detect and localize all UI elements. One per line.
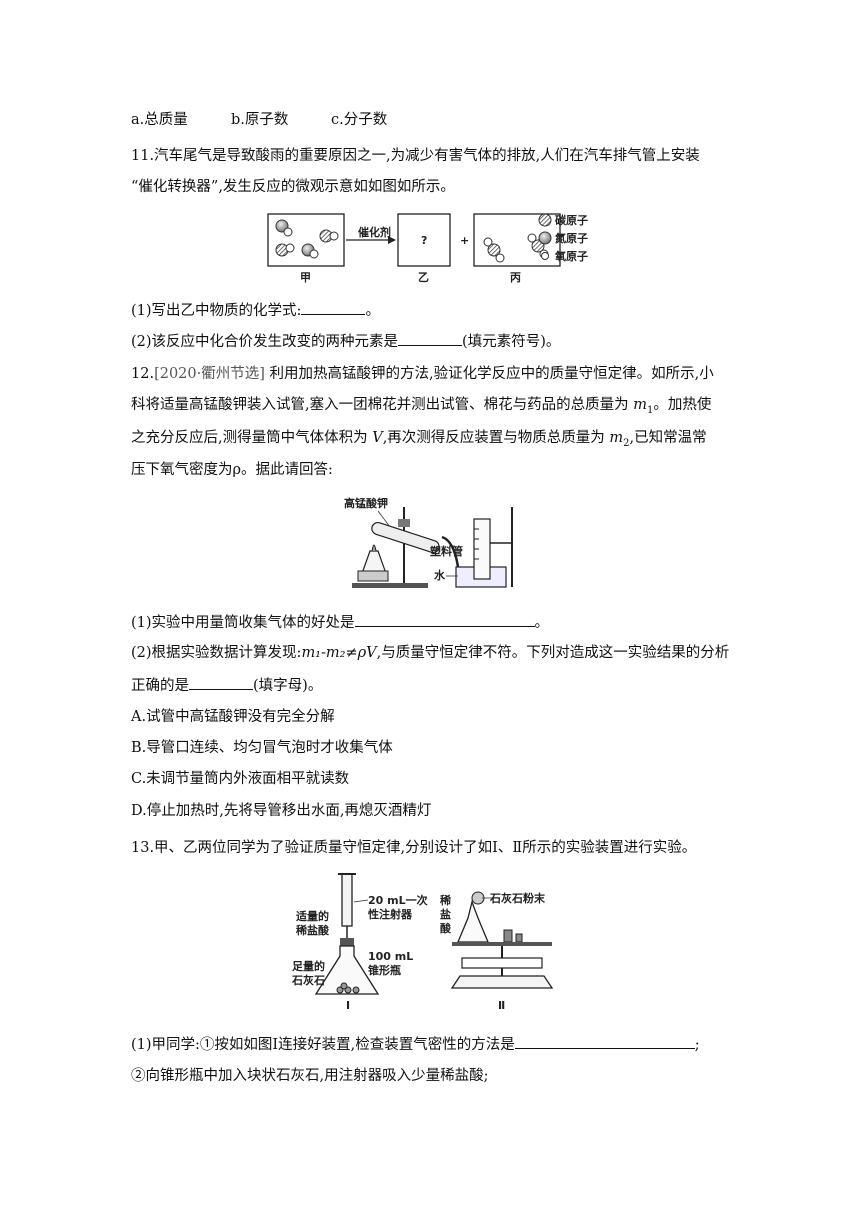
q10-option-a: a.总质量 xyxy=(131,112,188,128)
q12-stem-line4: 压下氧气密度为ρ。据此请回答: xyxy=(131,462,333,478)
label-acid2-c: 酸 xyxy=(440,921,452,935)
label-acid2-a: 稀 xyxy=(440,893,451,907)
legend-carbon-marker xyxy=(538,213,552,227)
label-acid2-b: 盐 xyxy=(440,907,451,921)
q10-option-b: b.原子数 xyxy=(231,112,289,128)
legend-nitrogen-marker xyxy=(538,231,552,245)
question-mark: ? xyxy=(421,234,427,247)
q12-option-d: D.停止加热时,先将导管移出水面,再熄灭酒精灯 xyxy=(131,803,432,819)
q12-sub1-blank[interactable] xyxy=(354,612,535,627)
catalyst-label: 催化剂 xyxy=(358,225,391,239)
caption-bing: 丙 xyxy=(510,271,521,284)
q13-apparatus-diagram: 适量的 稀盐酸 20 mL一次 性注射器 100 mL 锥形瓶 足量的 石灰石 … xyxy=(291,873,554,1012)
legend-carbon: 碳原子 xyxy=(555,213,588,227)
label-stone-1: 足量的 xyxy=(292,959,325,973)
legend-nitrogen: 氮原子 xyxy=(555,231,588,245)
label-flask-2: 锥形瓶 xyxy=(368,963,401,977)
q12-option-c: C.未调节量筒内外液面相平就读数 xyxy=(131,771,350,787)
q12-option-b: B.导管口连续、均匀冒气泡时才收集气体 xyxy=(131,740,393,756)
q12-stem-line3: 之充分反应后,测得量筒中气体体积为 V,再次测得反应装置与物质总质量为 m2,已… xyxy=(131,430,707,449)
caption-yi: 乙 xyxy=(418,271,429,284)
q12-stem-line2: 科将适量高锰酸钾装入试管,塞入一团棉花并测出试管、棉花与药品的总质量为 m1。加… xyxy=(131,397,712,416)
label-acid-1: 适量的 xyxy=(296,909,329,923)
label-figure-I: Ⅰ xyxy=(346,999,350,1012)
label-syringe-1: 20 mL一次 xyxy=(368,893,428,907)
label-powder: 石灰石粉末 xyxy=(489,891,546,905)
label-kmno4: 高锰酸钾 xyxy=(344,496,388,510)
box-bing xyxy=(473,213,561,267)
q12-sub2-blank[interactable] xyxy=(189,675,253,690)
label-flask-1: 100 mL xyxy=(368,950,413,963)
box-jia xyxy=(267,213,345,267)
label-syringe-2: 性注射器 xyxy=(368,907,413,921)
label-plastic-tube: 塑料管 xyxy=(430,544,463,558)
q12-source: [2020·衢州节选] xyxy=(154,366,265,382)
legend-oxygen-marker xyxy=(541,252,549,260)
q11-stem-line2: “催化转换器”,发生反应的微观示意如如图如所示。 xyxy=(131,179,455,195)
label-water: 水 xyxy=(434,568,446,582)
q12-option-a: A.试管中高锰酸钾没有完全分解 xyxy=(131,709,335,725)
q12-sub2-line2: 正确的是(填字母)。 xyxy=(131,675,322,696)
q10-options: a.总质量 b.原子数 c.分子数 xyxy=(131,110,387,130)
label-acid-2: 稀盐酸 xyxy=(296,923,330,937)
q13-stem: 13.甲、乙两位同学为了验证质量守恒定律,分别设计了如Ⅰ、Ⅱ所示的实验装置进行实… xyxy=(131,840,697,856)
q13-sub1: (1)甲同学:①按如如图Ⅰ连接好装置,检查装置气密性的方法是; xyxy=(131,1034,700,1055)
legend-oxygen: 氧原子 xyxy=(554,249,588,263)
q12-sub1: (1)实验中用量筒收集气体的好处是。 xyxy=(131,612,549,633)
q11-sub2: (2)该反应中化合价发生改变的两种元素是(填元素符号)。 xyxy=(131,331,560,352)
caption-jia: 甲 xyxy=(300,271,311,284)
label-figure-II: Ⅱ xyxy=(498,999,505,1012)
q11-sub2-blank[interactable] xyxy=(398,331,463,346)
q11-stem-line1: 11.汽车尾气是导致酸雨的重要原因之一,为减少有害气体的排放,人们在汽车排气管上… xyxy=(131,148,700,164)
q12-sub2-line1: (2)根据实验数据计算发现:m₁-m₂≠ρV,与质量守恒定律不符。下列对造成这一… xyxy=(131,645,730,661)
q12-apparatus-diagram: 高锰酸钾 塑料管 水 xyxy=(344,496,513,588)
q10-option-c: c.分子数 xyxy=(331,112,388,128)
q12-stem-line1: 12.[2020·衢州节选] 利用加热高锰酸钾的方法,验证化学反应中的质量守恒定… xyxy=(131,366,714,382)
label-stone-2: 石灰石 xyxy=(291,973,325,987)
q11-sub1: (1)写出乙中物质的化学式:。 xyxy=(131,300,380,321)
plus-sign: + xyxy=(460,234,469,247)
q12-formula: m₁-m₂≠ρV xyxy=(301,645,377,661)
box-yi xyxy=(397,213,451,267)
q11-sub1-blank[interactable] xyxy=(301,300,366,315)
q13-sub1-blank[interactable] xyxy=(514,1034,695,1049)
q11-reaction-diagram: 催化剂 ? + 甲 乙 丙 碳原子 氮原子 氧原子 xyxy=(267,213,588,284)
q13-sub1-step2: ②向锥形瓶中加入块状石灰石,用注射器吸入少量稀盐酸; xyxy=(131,1068,489,1084)
